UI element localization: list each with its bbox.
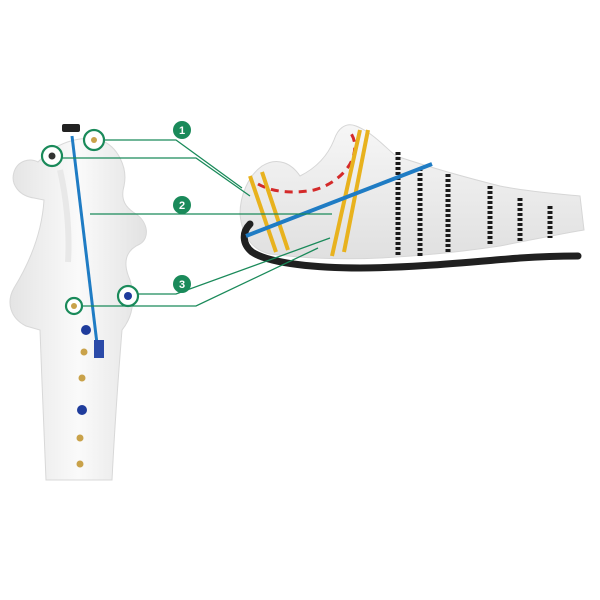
callout-badge-3: 3 [173, 275, 191, 293]
leader-3b [82, 247, 319, 307]
leader-3a [138, 237, 331, 295]
locking-screw-head-gold [78, 374, 86, 382]
locking-screw-heads [76, 325, 91, 468]
leader-1a [104, 139, 243, 189]
lateral-plate [240, 220, 582, 272]
callout-number-2: 2 [179, 200, 185, 212]
yellow-screw [330, 129, 362, 257]
locking-screw-head-gold [76, 460, 84, 468]
nail-end-icon [48, 152, 56, 160]
yellow-screw [342, 129, 370, 253]
yellow-screws [248, 129, 370, 257]
locking-screw-head-gold [91, 137, 97, 143]
callout-badge-2: 2 [173, 196, 191, 214]
locking-screw-head-gold [80, 348, 88, 356]
blue-nail-foot [245, 162, 433, 238]
nail-tip [94, 340, 104, 358]
locking-screw-head-blue [81, 325, 91, 335]
yellow-screw [260, 171, 290, 251]
leader-1b [60, 157, 251, 197]
locking-screw-head-blue [124, 292, 132, 300]
locking-screw-head-blue [77, 405, 87, 415]
callout-number-1: 1 [179, 125, 185, 137]
nail-cap [62, 124, 80, 132]
callout-number-3: 3 [179, 279, 185, 291]
black-screws [395, 152, 553, 256]
locking-screw-head-gold [71, 303, 77, 309]
blue-nail-tibia [70, 135, 100, 353]
foot-bones [239, 124, 585, 260]
locking-screw-head-gold [76, 434, 84, 442]
callout-leaders [60, 139, 332, 307]
callout-badge-1: 1 [173, 121, 191, 139]
